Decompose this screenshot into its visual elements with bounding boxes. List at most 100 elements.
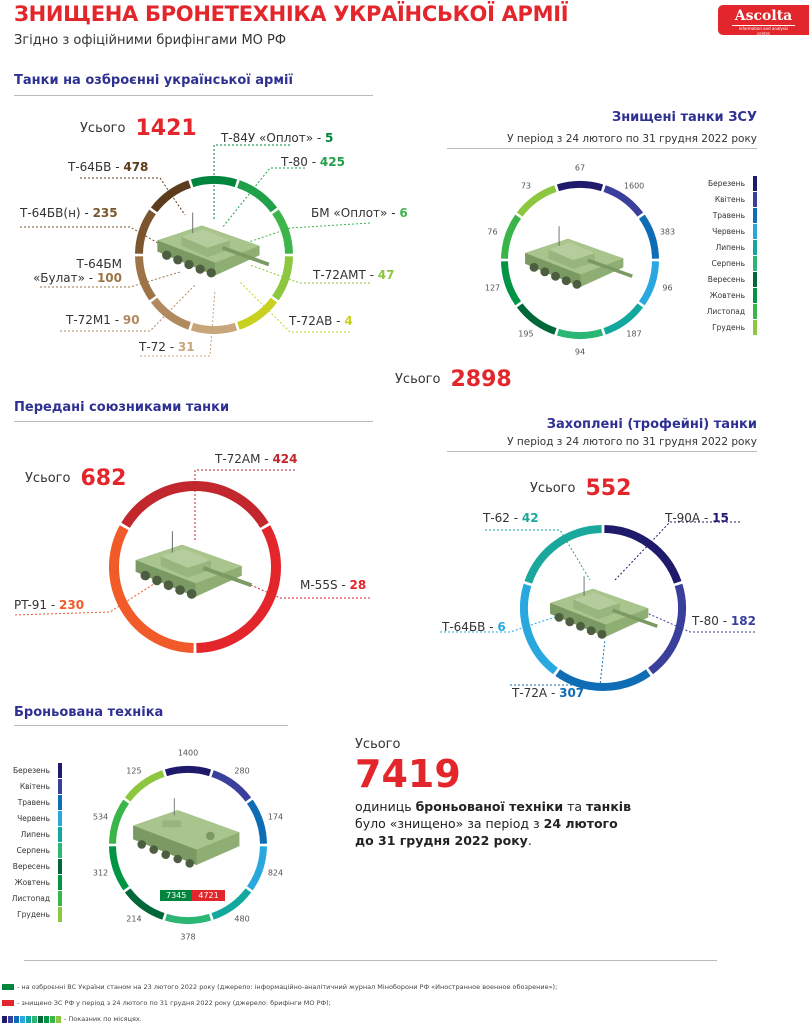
donut-segment-2 (109, 525, 194, 653)
legend-swatch (58, 810, 62, 826)
section-title-captured: Захоплені (трофейні) танки (546, 417, 757, 432)
chart-label: PT-91 - 230 (14, 598, 85, 612)
legend-item: Грудень (10, 906, 62, 922)
section-title-allied: Передані союзниками танки (14, 400, 230, 415)
donut-segment-2 (648, 583, 686, 675)
section-title-armored: Броньована техніка (14, 705, 164, 720)
captured-tanks-donut (520, 525, 686, 691)
donut-segment-Червень (638, 261, 659, 306)
divider (14, 725, 288, 726)
donut-segment-Листопад (109, 799, 130, 844)
month-swatches (2, 1015, 61, 1023)
donut-segment-6 (150, 297, 192, 330)
tank-illustration (543, 565, 668, 650)
donut-segment-5 (190, 322, 238, 334)
badge-inventory: 7345 (160, 890, 193, 901)
legend-item: Жовтень (690, 287, 757, 303)
red-swatch (2, 1000, 14, 1006)
legend-item: Липень (690, 239, 757, 255)
donut-segment-Травень (638, 214, 659, 259)
divider (447, 148, 757, 149)
legend-swatch (753, 319, 757, 335)
tank-illustration (518, 215, 643, 300)
chart-label: Т-84У «Оплот» - 5 (221, 131, 334, 145)
month-swatch (26, 1015, 31, 1023)
chart-label: Т-64БВ - 478 (68, 160, 149, 174)
legend-swatch (58, 890, 62, 906)
divider (24, 960, 717, 961)
donut-segment-2 (272, 209, 293, 254)
footnote-months: - Показник по місяцях. (2, 1015, 142, 1023)
legend-item: Жовтень (10, 874, 62, 890)
month-swatch (2, 1015, 7, 1023)
chart-label: Т-80 - 182 (692, 614, 756, 628)
legend-swatch (753, 191, 757, 207)
donut-segment-0 (190, 176, 238, 188)
legend-swatch (58, 906, 62, 922)
legend-item: Листопад (10, 890, 62, 906)
footnote-inventory: - на озброєнні ВС України станом на 23 л… (2, 983, 557, 991)
legend-item: Вересень (690, 271, 757, 287)
month-value: 195 (518, 329, 534, 339)
donut-segment-Грудень (516, 185, 557, 217)
armored-vehicles-donut (109, 766, 267, 924)
chart-label: Т-64БМ «Булат» - 100 (32, 257, 122, 285)
donut-segment-Травень (246, 799, 267, 844)
month-value: 378 (180, 932, 196, 942)
legend-swatch (58, 842, 62, 858)
month-swatch (50, 1015, 55, 1023)
legend-item: Червень (10, 810, 62, 826)
legend-item: Серпень (690, 255, 757, 271)
chart-label: Т-80 - 425 (281, 155, 345, 169)
donut-segment-3 (555, 669, 651, 691)
donut-segment-Жовтень (109, 846, 130, 891)
month-swatch (44, 1015, 49, 1023)
destroyed-period: У період з 24 лютого по 31 грудня 2022 р… (507, 133, 757, 145)
chart-label: Т-72АВ - 4 (289, 314, 353, 328)
month-value: 1400 (177, 748, 199, 758)
chart-label: M-55S - 28 (300, 578, 367, 592)
legend-swatch (58, 858, 62, 874)
chart-label: Т-72А - 307 (512, 686, 585, 700)
donut-segment-4 (236, 297, 278, 330)
donut-segment-Липень (603, 303, 644, 335)
legend-item: Травень (690, 207, 757, 223)
donut-segment-Березень (164, 766, 212, 777)
month-swatch (20, 1015, 25, 1023)
month-value: 312 (92, 868, 109, 878)
legend-swatch (58, 826, 62, 842)
legend-item: Липень (10, 826, 62, 842)
month-swatch (8, 1015, 13, 1023)
divider (14, 95, 373, 96)
summary-total-label: Усього (355, 737, 401, 752)
donut-segment-1 (196, 525, 281, 653)
legend-item: Березень (690, 175, 757, 191)
donut-segment-Вересень (516, 303, 557, 335)
month-value: 174 (267, 812, 284, 822)
month-value: 125 (126, 766, 142, 776)
donut-segment-Червень (246, 846, 267, 891)
donut-segment-Листопад (501, 214, 522, 259)
chart-label: Т-72АМ - 424 (215, 452, 298, 466)
donut-segment-Грудень (124, 770, 165, 802)
month-value: 96 (662, 283, 673, 293)
section-title-inventory: Танки на озброєнні української армії (14, 73, 293, 88)
section-title-destroyed: Знищені танки ЗСУ (611, 110, 757, 125)
donut-segment-Квітень (603, 185, 644, 217)
month-value: 94 (574, 347, 586, 357)
legend-item: Травень (10, 794, 62, 810)
month-value: 1600 (623, 181, 645, 191)
donut-segment-0 (121, 481, 269, 528)
summary-total: 7419 (355, 752, 461, 796)
legend-swatch (753, 207, 757, 223)
donut-segment-Квітень (211, 770, 252, 802)
donut-segment-7 (135, 256, 156, 301)
legend-item: Квітень (690, 191, 757, 207)
destroyed-tanks-donut (501, 181, 659, 339)
donut-segment-1 (236, 180, 278, 213)
chart-label: Т-72М1 - 90 (66, 313, 140, 327)
